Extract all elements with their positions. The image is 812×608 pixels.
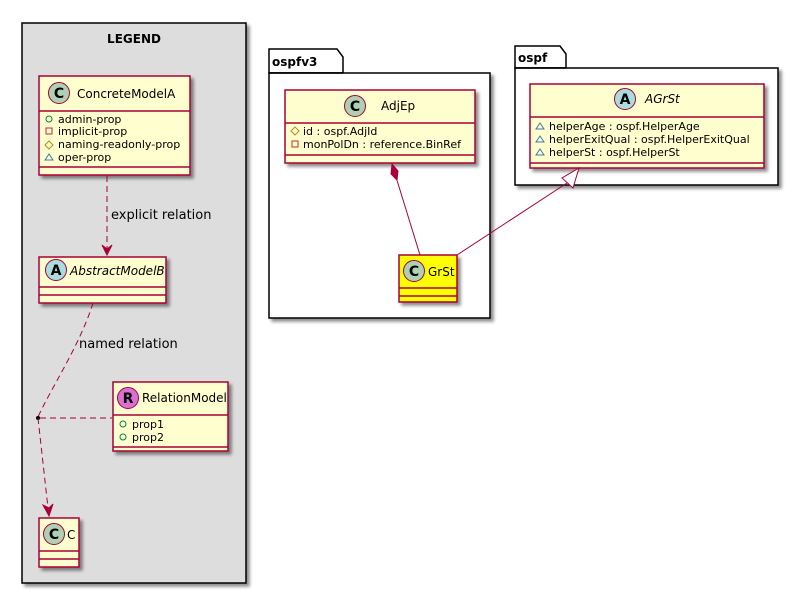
class-badge-icon (344, 95, 366, 117)
prop-monpoldn: monPolDn : reference.BinRef (303, 138, 462, 151)
abstract-badge-icon (614, 88, 636, 110)
class-badge-letter: C (54, 86, 64, 102)
explicit-relation-edge: explicit relation (101, 176, 211, 257)
class-badge-icon (48, 82, 70, 104)
class-name: RelationModel (142, 391, 227, 405)
arrow-head-icon (101, 244, 113, 257)
private-visibility-icon (45, 127, 53, 135)
relation-badge-icon (117, 387, 139, 409)
class-name: ConcreteModelA (77, 87, 176, 101)
prop-implicit: implicit-prop (58, 125, 127, 138)
prop-oper: oper-prop (58, 151, 111, 164)
package-visibility-icon (44, 153, 54, 161)
relation-badge-letter: R (123, 391, 134, 407)
abstract-badge-letter: A (620, 92, 631, 108)
class-badge-letter: C (49, 527, 59, 543)
prop-1: prop1 (132, 418, 164, 431)
abstract-badge-letter: A (51, 263, 62, 279)
prop-2: prop2 (132, 431, 164, 444)
prop-id: id : ospf.AdjId (303, 125, 377, 138)
protected-visibility-icon (290, 126, 300, 136)
inheritance-arrow-icon (561, 166, 580, 189)
class-name: AbstractModelB (69, 264, 165, 278)
class-adjep[interactable]: C AdjEp id : ospf.AdjId monPolDn : refer… (284, 89, 476, 164)
class-abstract-model-b[interactable]: A AbstractModelB (38, 256, 167, 304)
public-visibility-icon (119, 433, 127, 441)
class-badge-letter: C (409, 264, 419, 280)
prop-helper-age: helperAge : ospf.HelperAge (549, 120, 700, 133)
protected-visibility-icon (44, 140, 54, 150)
class-c[interactable]: C C (38, 517, 80, 568)
composition-diamond-icon (390, 162, 399, 182)
class-badge-icon (403, 260, 425, 282)
composition-edge (390, 162, 421, 256)
class-name: C (67, 528, 75, 542)
legend-title: LEGEND (107, 32, 161, 46)
class-name: AdjEp (381, 99, 415, 113)
class-badge-letter: C (350, 99, 360, 115)
named-relation-label: named relation (79, 337, 178, 352)
inheritance-edge (456, 166, 580, 256)
prop-naming-readonly: naming-readonly-prop (58, 138, 180, 151)
prop-helper-exit-qual: helperExitQual : ospf.HelperExitQual (549, 133, 750, 146)
private-visibility-icon (291, 140, 299, 148)
explicit-relation-label: explicit relation (111, 208, 211, 223)
class-agrst[interactable]: A AGrSt helperAge : ospf.HelperAge helpe… (529, 83, 765, 169)
arrow-head-icon (41, 503, 54, 518)
class-grst[interactable]: C GrSt (398, 254, 458, 303)
class-badge-icon (43, 523, 65, 545)
package-name: ospf (518, 51, 548, 65)
public-visibility-icon (119, 420, 127, 428)
package-visibility-icon (535, 135, 545, 143)
prop-helper-st: helperSt : ospf.HelperSt (549, 146, 680, 159)
public-visibility-icon (45, 115, 53, 123)
class-relation-model[interactable]: R RelationModel prop1 prop2 (112, 381, 229, 452)
package-name: ospfv3 (272, 55, 317, 69)
package-visibility-icon (535, 148, 545, 156)
named-relation-edge: named relation (36, 302, 178, 518)
class-name: GrSt (428, 265, 455, 279)
class-name: AGrSt (644, 92, 681, 106)
prop-admin: admin-prop (58, 113, 121, 126)
package-visibility-icon (535, 122, 545, 130)
class-concrete-model-a[interactable]: C ConcreteModelA admin-prop implicit-pro… (38, 75, 191, 176)
abstract-badge-icon (45, 259, 67, 281)
